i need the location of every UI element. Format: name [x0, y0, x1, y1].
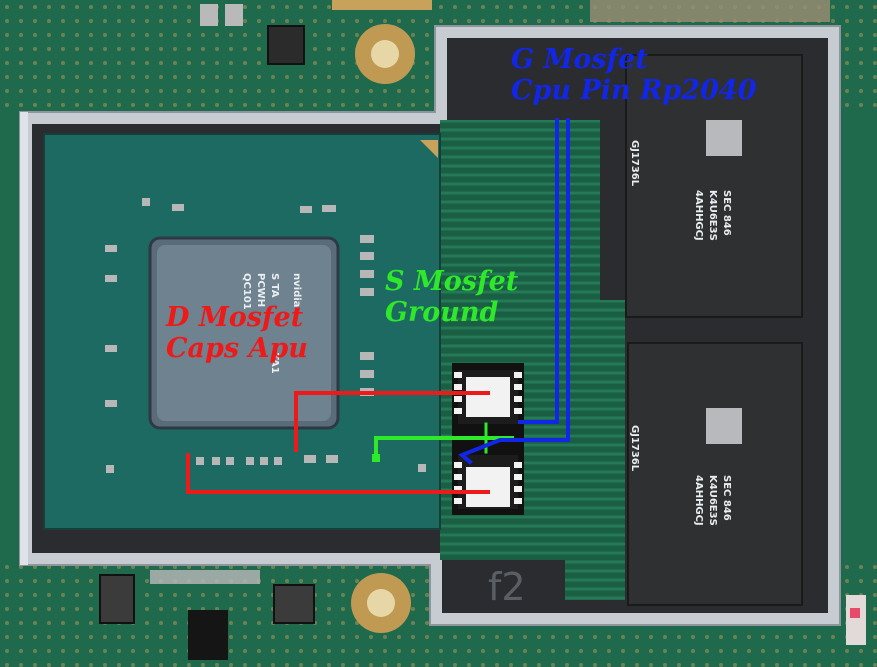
soc-side-text: TA1 [269, 353, 280, 374]
inner-traces-right [565, 300, 625, 600]
source-annotation: S Mosfet Ground [385, 266, 518, 328]
soc-corner-mark [420, 140, 438, 158]
comp-bottom-2 [273, 584, 315, 624]
ram-chip-top [625, 54, 803, 318]
pad-strip-bottom [150, 570, 260, 584]
cap-top-2 [225, 4, 243, 26]
inductor-top [267, 25, 305, 65]
ram-top-line-2: K4U6E3S [707, 190, 718, 241]
source-annotation-line2: Ground [385, 297, 499, 328]
soc-die-surface [157, 245, 331, 421]
soc-line-1: S TA [269, 273, 280, 298]
ram-top-line-1: SEC 846 [721, 190, 732, 236]
ram-top-line-3: 4AHHGCJ [693, 190, 704, 241]
source-pad [372, 454, 380, 462]
drain-wire-bottom [186, 453, 490, 494]
mosfet-bottom [454, 455, 522, 509]
source-annotation-line1: S Mosfet [385, 266, 519, 297]
drain-annotation-line1: D Mosfet [166, 302, 304, 333]
ram-bottom-line-2: K4U6E3S [707, 475, 718, 526]
ram-chip-bottom-qr [706, 408, 742, 444]
cap-top-1 [200, 4, 218, 26]
drain-wire-top [294, 391, 490, 452]
mounting-hole-top-inner [371, 40, 399, 68]
source-wire [374, 436, 514, 460]
pad-strip-top [332, 0, 432, 10]
mosfet-top [454, 370, 522, 424]
ram-chip-bottom [627, 342, 803, 606]
gate-wire-1 [518, 118, 559, 424]
ram-bottom-line-1: SEC 846 [721, 475, 732, 521]
soc-line-2: PCWH [255, 273, 266, 307]
mounting-hole-bottom-inner [367, 589, 395, 617]
ram-top-marking: SEC 846 K4U6E3S 4AHHGCJ GJ1736L [629, 140, 732, 241]
ram-bottom-marking: SEC 846 K4U6E3S 4AHHGCJ GJ1736L [629, 425, 732, 526]
gate-annotation: G Mosfet Cpu Pin Rp2040 [511, 44, 756, 106]
connector-top [590, 0, 830, 22]
drain-annotation-line2: Caps Apu [166, 333, 308, 364]
led-bottom-right-dot [850, 608, 860, 618]
ram-top-side-text: GJ1736L [629, 140, 640, 187]
soc-line-3: QC101 [241, 273, 252, 310]
drain-annotation: D Mosfet Caps Apu [166, 302, 308, 364]
comp-bottom-1 [99, 574, 135, 624]
soc-die-marking: nvidia S TA PCWH QC101 TA1 [241, 273, 302, 374]
soc-brand-text: nvidia [291, 273, 302, 307]
led-bottom-right [846, 595, 866, 645]
ram-bottom-line-3: 4AHHGCJ [693, 475, 704, 526]
gate-annotation-line2: Cpu Pin Rp2040 [511, 75, 757, 106]
ram-chip-top-qr [706, 120, 742, 156]
gate-annotation-line1: G Mosfet [511, 44, 648, 75]
shield-edge-left-highlight [20, 112, 28, 565]
silkscreen-label: f2 [488, 565, 526, 609]
comp-bottom-3 [188, 610, 228, 660]
ram-bottom-side-text: GJ1736L [629, 425, 640, 472]
gate-wire-2 [458, 118, 570, 465]
